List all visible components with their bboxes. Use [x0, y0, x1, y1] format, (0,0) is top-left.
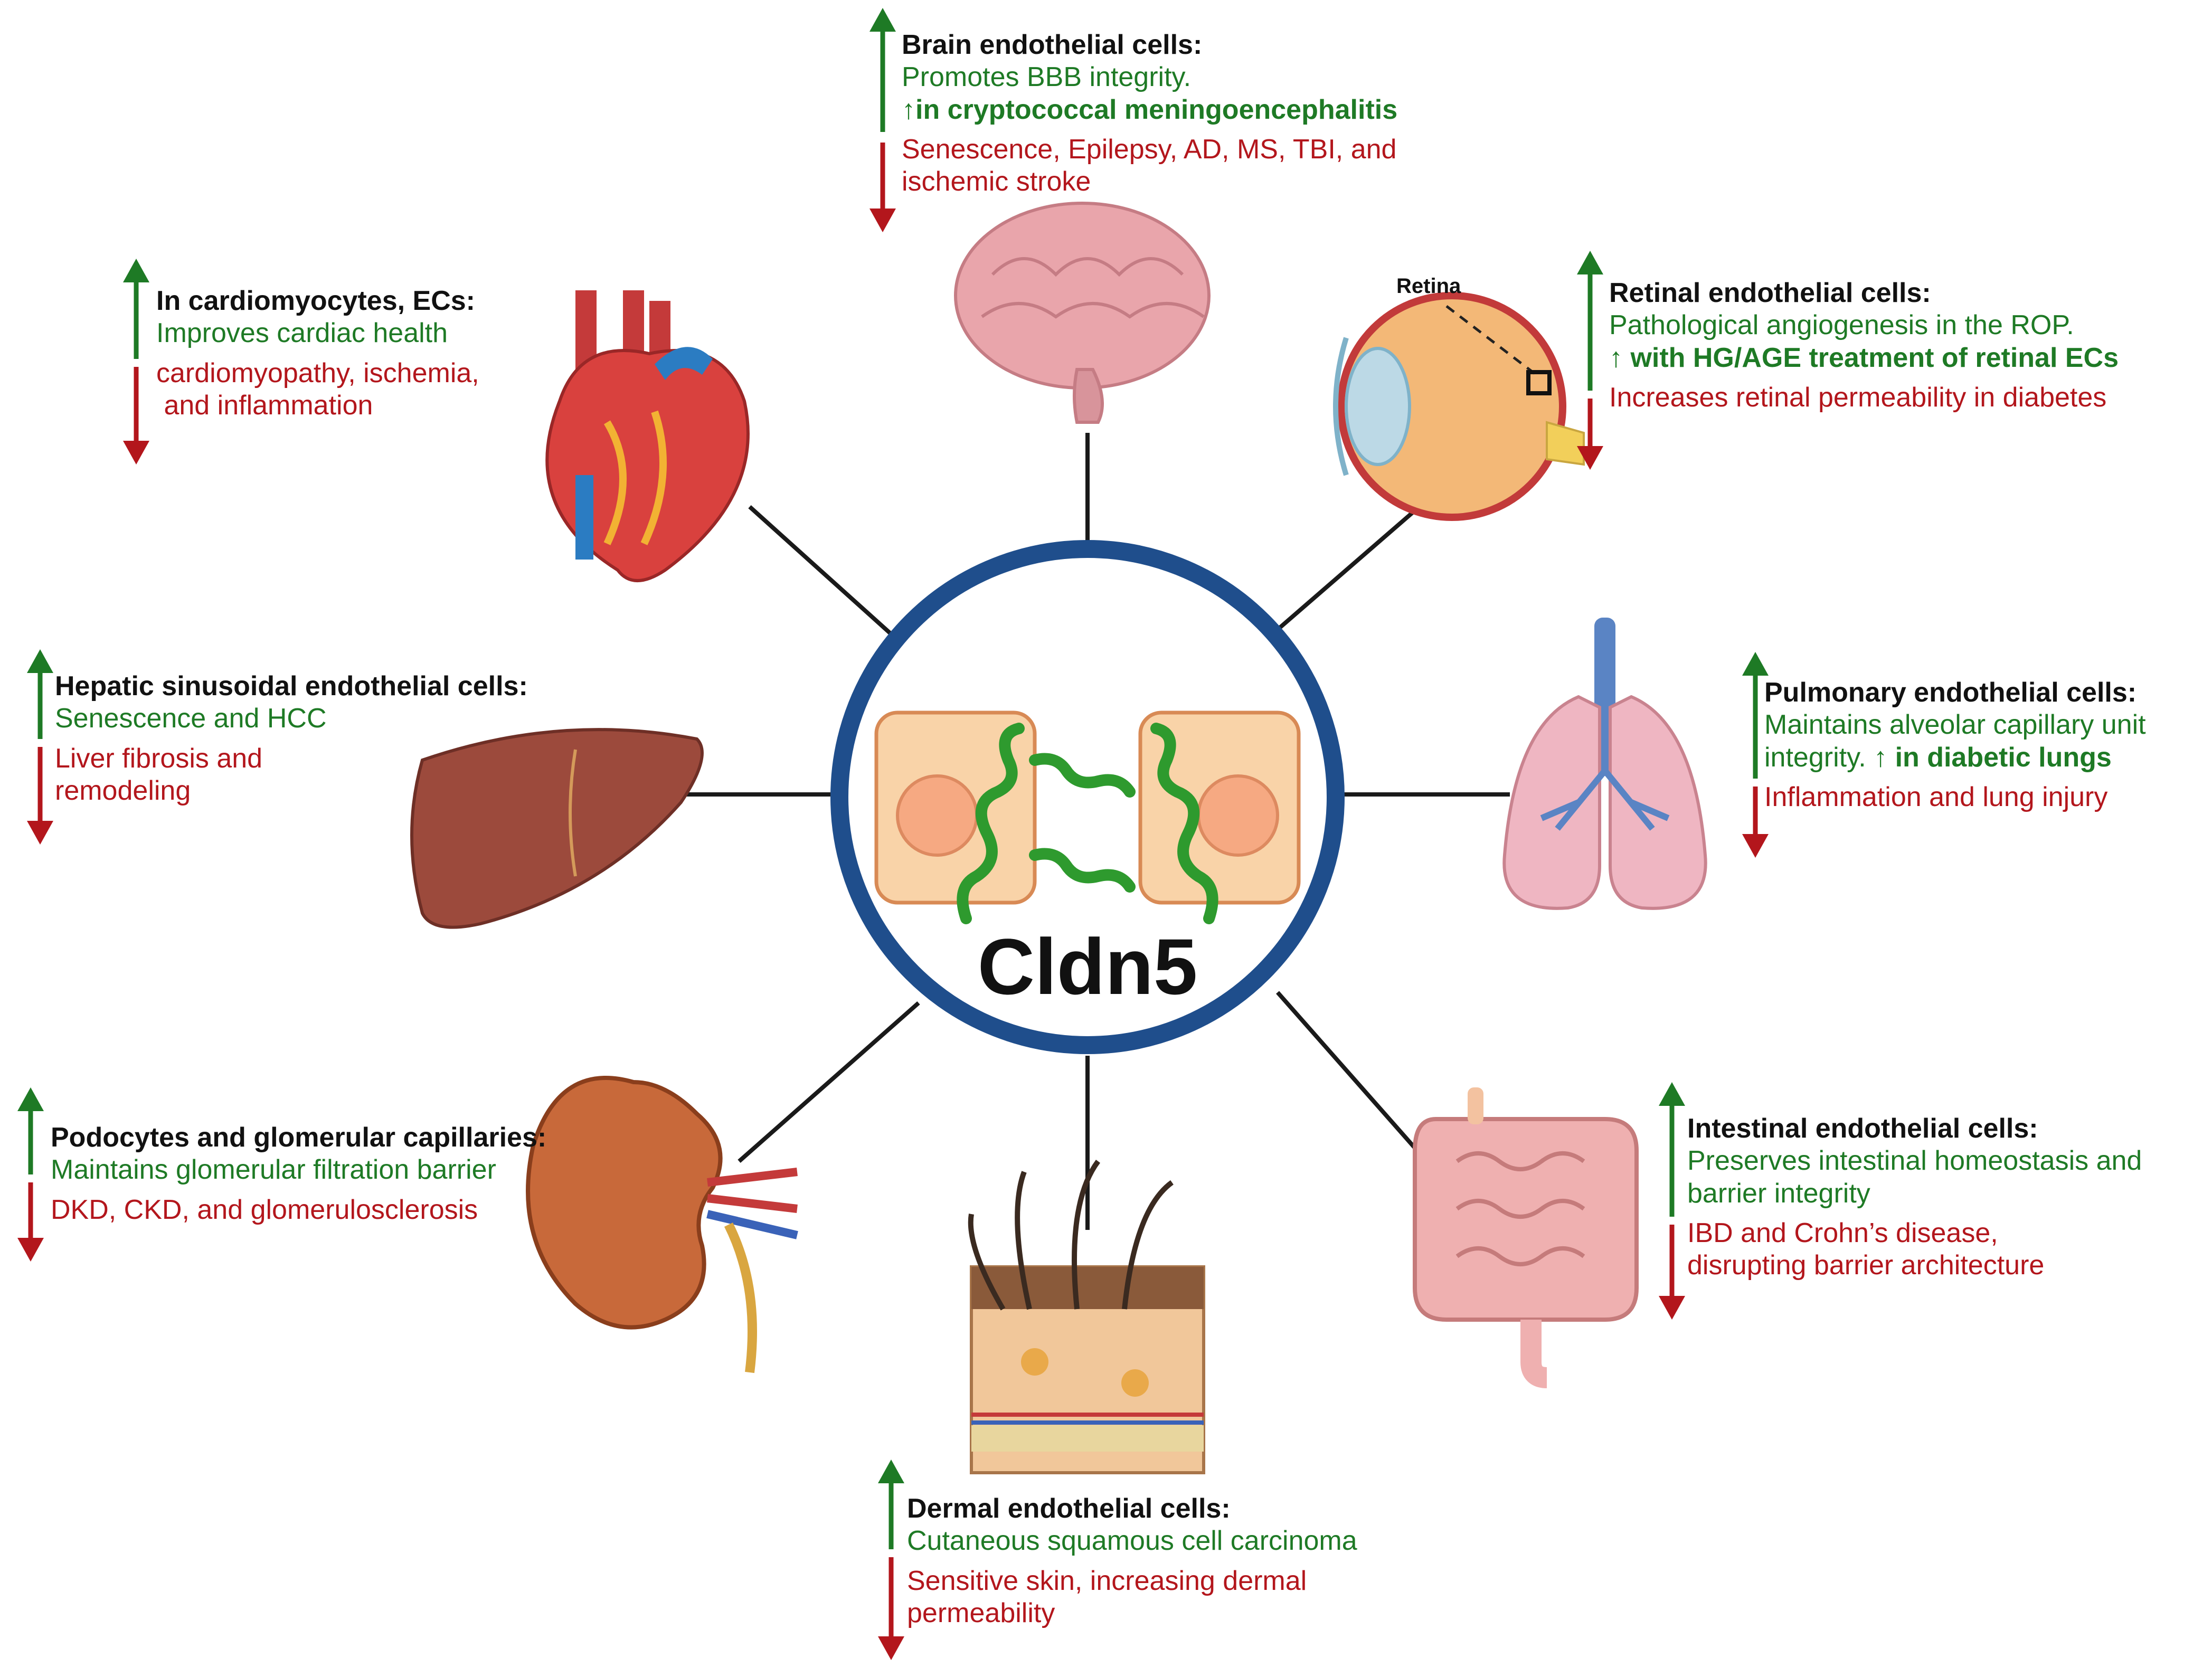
connector-lines: [660, 433, 1510, 1230]
claudin-strands: [957, 723, 1218, 924]
down-line: Inflammation and lung injury: [1764, 782, 2108, 813]
up-line-bold: ↑ with HG/AGE treatment of retinal ECs: [1609, 342, 2119, 373]
block-liver: Hepatic sinusoidal endothelial cells: Se…: [55, 670, 528, 807]
down-line: IBD and Crohn’s disease,: [1687, 1218, 1998, 1249]
down-line: Sensitive skin, increasing dermal: [907, 1565, 1307, 1596]
up-line: Pathological angiogenesis in the ROP.: [1609, 310, 2074, 341]
up-line: Cutaneous squamous cell carcinoma: [907, 1526, 1357, 1557]
arrow-pair-skin: [878, 1460, 904, 1660]
arrow-pair-liver: [27, 649, 53, 845]
block-title: Hepatic sinusoidal endothelial cells:: [55, 671, 528, 702]
arrow-pair-kidney: [17, 1087, 44, 1262]
heart-illustration: [545, 290, 750, 582]
connector-heart: [748, 505, 910, 651]
arrow-pair-heart: [123, 259, 149, 465]
up-line-plain: integrity. ↑: [1764, 742, 1895, 773]
hub-label: Cldn5: [977, 922, 1198, 1011]
eye-illustration: [1333, 292, 1585, 521]
up-line-bold: in diabetic lungs: [1895, 742, 2112, 773]
lungs-illustration: [1502, 618, 1707, 910]
block-title: Brain endothelial cells:: [902, 30, 1203, 60]
down-line: Increases retinal permeability in diabet…: [1609, 382, 2107, 413]
down-line: DKD, CKD, and glomerulosclerosis: [51, 1194, 478, 1225]
up-line: Promotes BBB integrity.: [902, 62, 1192, 93]
cldn5-hub: [830, 540, 1345, 1054]
down-line: disrupting barrier architecture: [1687, 1250, 2045, 1281]
arrow-pair-brain: [869, 8, 896, 232]
up-line: Maintains glomerular filtration barrier: [51, 1154, 496, 1186]
brain-illustration: [954, 202, 1211, 424]
block-title: Retinal endothelial cells:: [1609, 278, 1931, 308]
up-line-mixed: integrity. ↑ in diabetic lungs: [1764, 742, 2146, 774]
block-heart: In cardiomyocytes, ECs: Improves cardiac…: [156, 285, 479, 422]
down-line: permeability: [907, 1598, 1055, 1629]
up-line: Improves cardiac health: [156, 318, 448, 349]
block-kidney: Podocytes and glomerular capillaries: Ma…: [51, 1122, 546, 1226]
arrow-pair-retina: [1577, 251, 1603, 470]
down-line: and inflammation: [156, 390, 373, 421]
block-title: Pulmonary endothelial cells:: [1764, 677, 2137, 708]
up-line: Preserves intestinal homeostasis and: [1687, 1145, 2142, 1177]
up-line: Senescence and HCC: [55, 703, 327, 734]
up-line: barrier integrity: [1687, 1178, 1870, 1209]
arrow-pair-intestine: [1659, 1082, 1685, 1320]
down-line: remodeling: [55, 775, 191, 807]
block-skin: Dermal endothelial cells: Cutaneous squa…: [907, 1493, 1357, 1629]
intestine-illustration: [1413, 1087, 1639, 1388]
block-title: In cardiomyocytes, ECs:: [156, 286, 475, 316]
down-line: cardiomyopathy, ischemia,: [156, 357, 479, 389]
connector-retina: [1265, 499, 1427, 641]
connector-kidney: [738, 1001, 920, 1163]
down-line: Liver fibrosis and: [55, 743, 263, 774]
block-title: Intestinal endothelial cells:: [1687, 1113, 2038, 1144]
block-title: Dermal endothelial cells:: [907, 1493, 1231, 1524]
liver-illustration: [410, 728, 704, 929]
retina-label: Retina: [1396, 274, 1461, 298]
down-line: Senescence, Epilepsy, AD, MS, TBI, and: [902, 134, 1397, 165]
down-line: ischemic stroke: [902, 166, 1091, 197]
block-brain: Brain endothelial cells: Promotes BBB in…: [902, 29, 1397, 198]
block-lung: Pulmonary endothelial cells: Maintains a…: [1764, 677, 2146, 813]
connector-intestine: [1276, 991, 1438, 1173]
block-intestine: Intestinal endothelial cells: Preserves …: [1687, 1113, 2142, 1282]
kidney-illustration: [526, 1076, 798, 1373]
up-line-bold: ↑in cryptococcal meningoencephalitis: [902, 94, 1398, 125]
skin-illustration: [968, 1160, 1205, 1474]
block-title: Podocytes and glomerular capillaries:: [51, 1122, 547, 1153]
up-line: Maintains alveolar capillary unit: [1764, 709, 2146, 741]
arrow-pair-lung: [1742, 652, 1769, 858]
block-retina: Retinal endothelial cells: Pathological …: [1609, 277, 2119, 414]
